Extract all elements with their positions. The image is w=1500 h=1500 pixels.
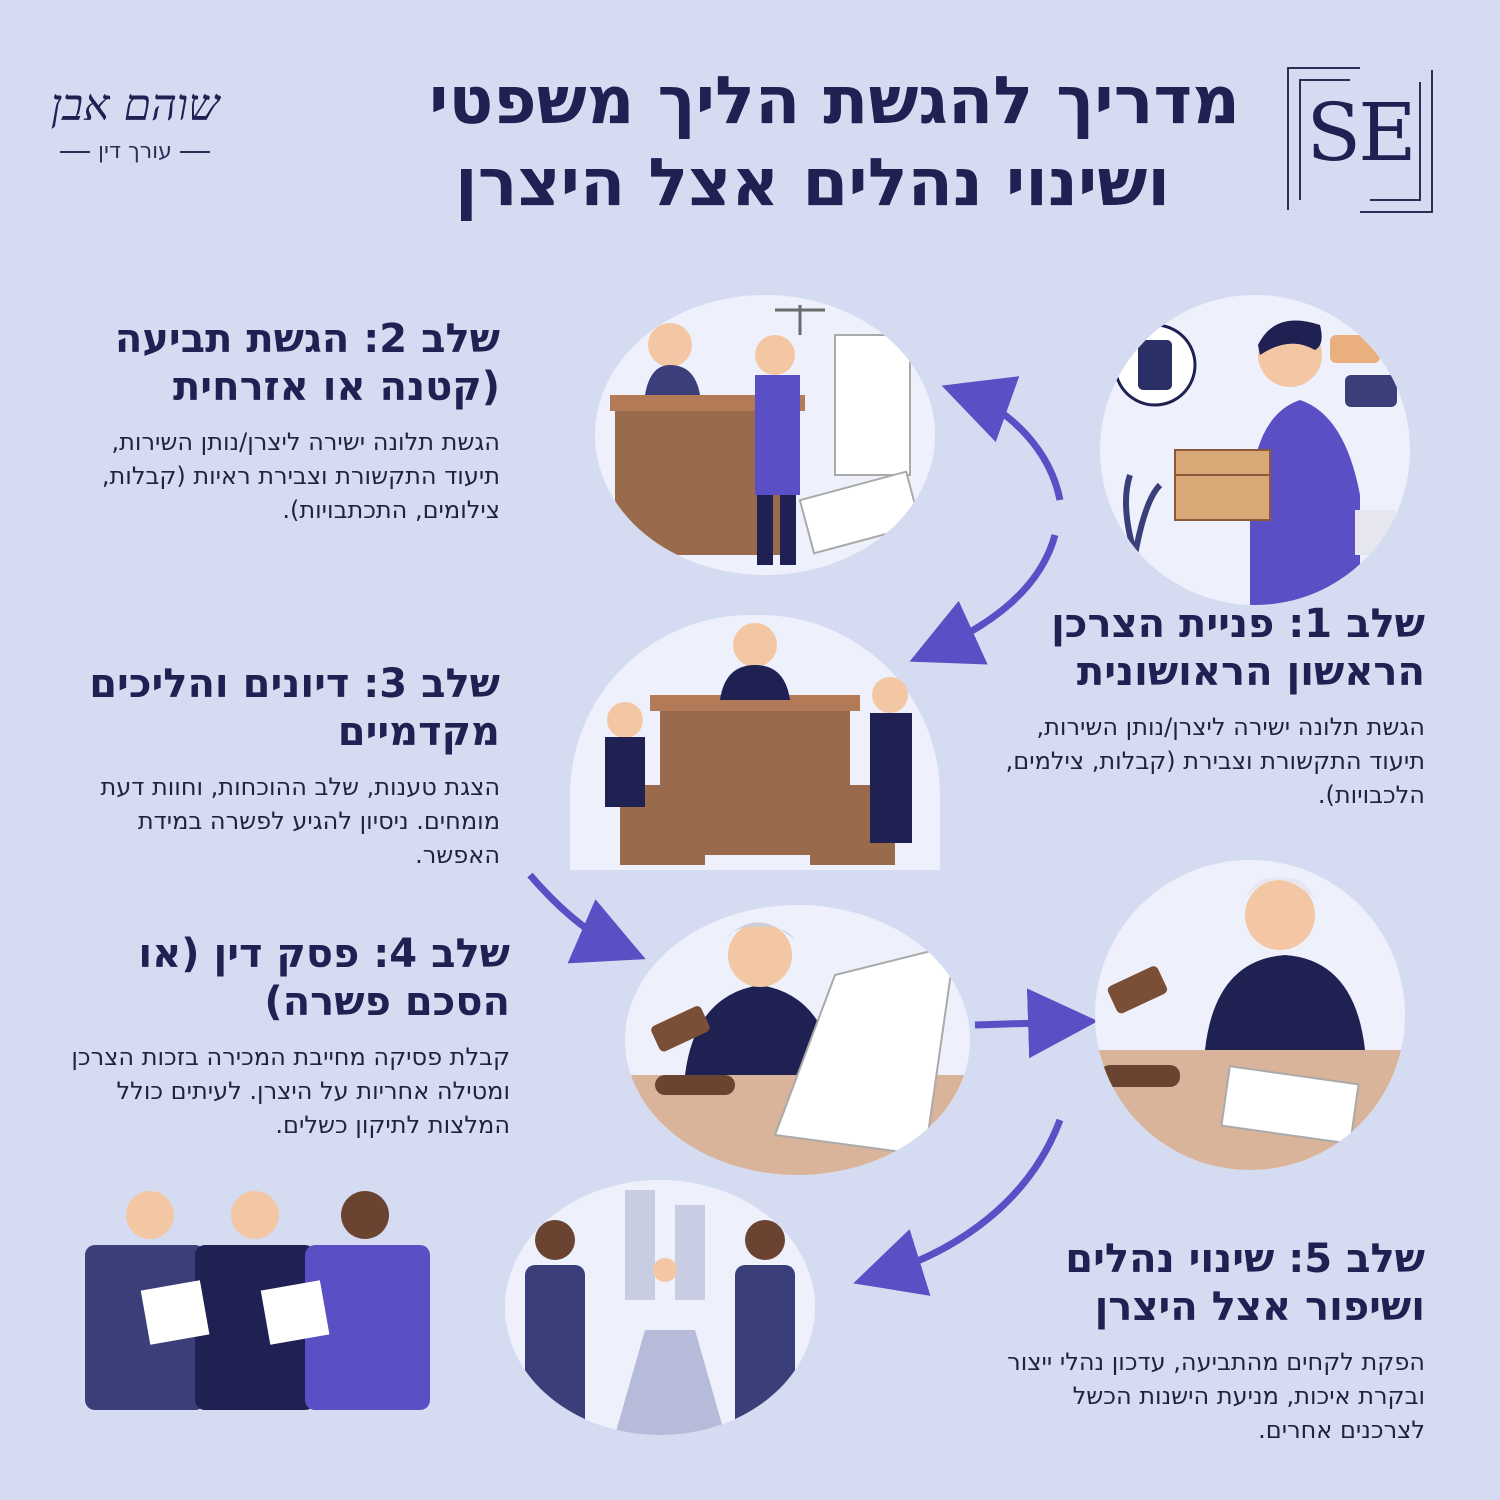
signature-role: עורך דין <box>30 139 240 164</box>
step-2: שלב 2: הגשת תביעה (קטנה או אזרחית הגשת ת… <box>60 315 500 527</box>
step2-illustration <box>595 295 935 575</box>
step-2-body: הגשת תלונה ישירה ליצרן/נותן השירות, תיעו… <box>101 428 500 525</box>
judge-ruling-icon <box>625 922 970 1175</box>
step-4: שלב 4: פסק דין (או הסכם פשרה) קבלת פסיקה… <box>60 930 510 1142</box>
judge-signing-illustration <box>1095 860 1405 1170</box>
lawyers-illustration <box>75 1185 440 1410</box>
page-title-line-2: ושינוי נהלים אצל היצרן <box>455 144 1170 221</box>
factory-illustration <box>505 1180 815 1435</box>
logo-frame-icon <box>1287 67 1433 213</box>
consumer-phone-box-icon <box>1113 320 1397 605</box>
step4-illustration <box>625 905 970 1175</box>
step-3-title: שלב 3: דיונים והליכים מקדמיים <box>89 661 500 755</box>
step-4-body: קבלת פסיקה מחייבת המכירה בזכות הצרכן ומט… <box>71 1043 510 1140</box>
step-5-body: הפקת לקחים מהתביעה, עדכון נהלי ייצור ובק… <box>1007 1348 1425 1445</box>
brand-logo: SE <box>1280 60 1440 220</box>
signature-role-text: עורך דין <box>98 139 172 164</box>
step1-illustration <box>1100 295 1410 605</box>
step-1-body: הגשת תלונה ישירה ליצרן/נותן השירות, תיעו… <box>1005 713 1425 810</box>
court-filing-icon <box>610 305 922 565</box>
lawyers-meeting-icon <box>85 1191 430 1410</box>
arrow-judge-to-step5 <box>853 1118 1064 1296</box>
arrow-step4-to-judge <box>974 988 1098 1059</box>
arrow-step3-to-step4 <box>527 872 646 964</box>
step-4-title: שלב 4: פסק דין (או הסכם פשרה) <box>138 931 510 1025</box>
judge-signing-icon <box>1095 877 1405 1170</box>
factory-workers-icon <box>525 1190 795 1435</box>
courtroom-hearing-icon <box>605 623 912 865</box>
lawyer-signature: שוהם אבן עורך דין <box>30 80 240 164</box>
arrow-step1-to-step2 <box>941 376 1064 501</box>
arrow-step2-to-step3 <box>909 534 1059 665</box>
step-5: שלב 5: שינוי נהלים ושיפור אצל היצרן הפקת… <box>985 1235 1425 1447</box>
page-title-line-1: מדריך להגשת הליך משפטי <box>429 62 1240 139</box>
step-2-title: שלב 2: הגשת תביעה (קטנה או אזרחית <box>114 316 500 410</box>
logo-text: SE <box>1306 86 1416 179</box>
step-1-title: שלב 1: פניית הצרכן הראשון הראושונית <box>1051 601 1425 695</box>
step-3: שלב 3: דיונים והליכים מקדמיים הצגת טענות… <box>60 660 500 872</box>
signature-name: שוהם אבן <box>50 80 220 131</box>
step3-illustration <box>570 615 940 870</box>
step-1: שלב 1: פניית הצרכן הראשון הראושונית הגשת… <box>985 600 1425 812</box>
step-3-body: הצגת טענות, שלב ההוכחות, וחוות דעת מומחי… <box>100 773 500 870</box>
step-5-title: שלב 5: שינוי נהלים ושיפור אצל היצרן <box>1065 1236 1425 1330</box>
